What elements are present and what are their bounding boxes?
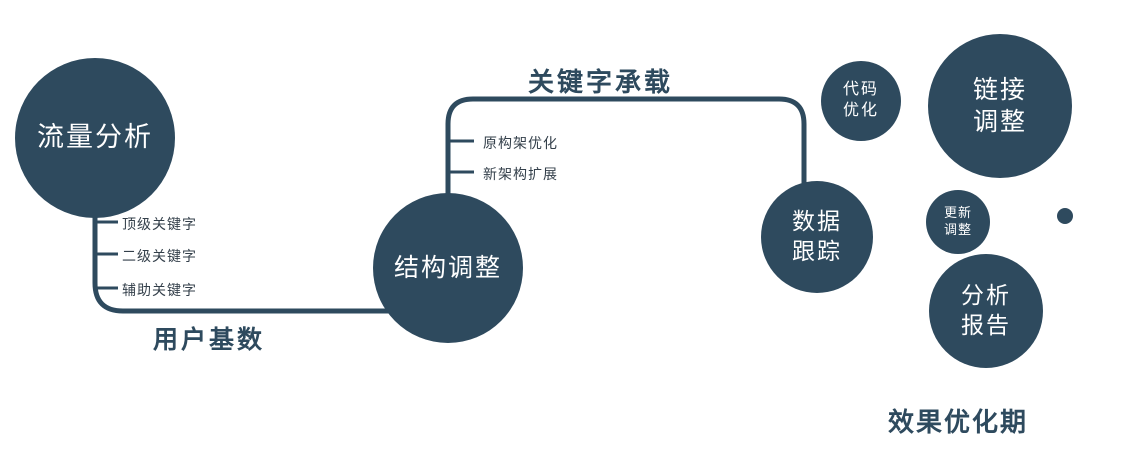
node-update-adjust: 更新 调整 xyxy=(926,190,990,254)
node-update-adjust-line2: 调整 xyxy=(943,222,972,237)
node-code-optimize: 代码 优化 xyxy=(821,61,901,141)
branch-label-arch-optimize: 原构架优化 xyxy=(483,135,558,151)
diagram-caption: 效果优化期 xyxy=(888,407,1029,437)
node-small-dot xyxy=(1057,208,1073,224)
node-traffic-analysis-label: 流量分析 xyxy=(37,122,153,153)
edge-structure-to-tracking xyxy=(445,96,807,240)
node-analysis-report: 分析 报告 xyxy=(929,254,1043,368)
branch-label-top-keyword: 顶级关键字 xyxy=(122,216,197,232)
branch-label-second-keyword: 二级关键字 xyxy=(122,248,197,264)
edge-label-keyword-carry: 关键字承载 xyxy=(528,67,674,97)
node-analysis-report-line2: 报告 xyxy=(961,312,1011,338)
edge-label-user-base: 用户基数 xyxy=(153,326,266,354)
node-structure-adjust-label: 结构调整 xyxy=(393,253,502,282)
node-code-optimize-line2: 优化 xyxy=(842,102,879,119)
node-code-optimize-line1: 代码 xyxy=(842,81,879,99)
branch-label-arch-expand: 新架构扩展 xyxy=(483,166,558,182)
node-update-adjust-line1: 更新 xyxy=(943,205,972,221)
branch-label-aux-keyword: 辅助关键字 xyxy=(122,282,197,298)
node-traffic-analysis: 流量分析 xyxy=(15,58,175,218)
node-data-tracking-line1: 数据 xyxy=(792,208,842,235)
node-analysis-report-line1: 分析 xyxy=(961,282,1011,309)
node-link-adjust-line2: 调整 xyxy=(972,108,1027,136)
node-data-tracking: 数据 跟踪 xyxy=(761,181,873,293)
edge-traffic-to-structure xyxy=(92,180,400,314)
node-data-tracking-line2: 跟踪 xyxy=(792,238,842,264)
node-link-adjust: 链接 调整 xyxy=(928,34,1072,178)
node-link-adjust-line1: 链接 xyxy=(972,75,1027,104)
node-structure-adjust: 结构调整 xyxy=(373,193,523,343)
